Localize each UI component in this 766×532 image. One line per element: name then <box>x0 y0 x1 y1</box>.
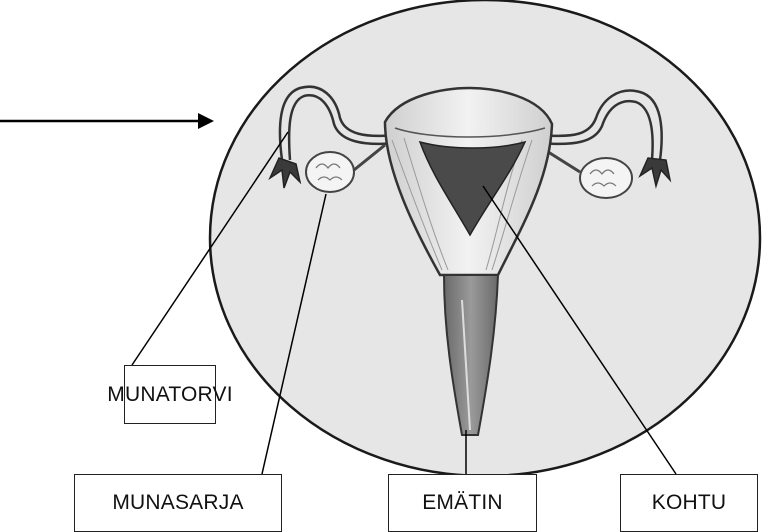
label-kohtu: KOHTU <box>620 474 758 532</box>
label-ematin: EMÄTIN <box>388 474 537 532</box>
label-munatorvi: MUNATORVI <box>124 365 216 424</box>
arrow-right-icon <box>0 113 214 129</box>
label-munasarja: MUNASARJA <box>74 474 282 532</box>
